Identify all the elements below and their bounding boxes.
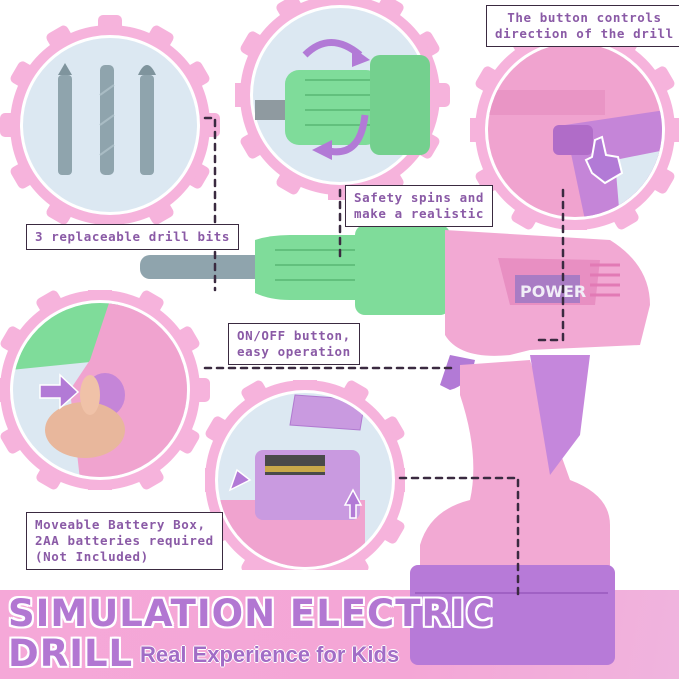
battery-callout: Moveable Battery Box, 2AA batteries requ… — [26, 512, 223, 570]
drill-handle — [420, 360, 610, 575]
bits-callout: 3 replaceable drill bits — [26, 224, 240, 250]
trigger — [440, 355, 475, 390]
phillips-bit-icon — [58, 63, 72, 175]
battery-callout-line1: Moveable Battery Box, — [35, 517, 206, 532]
onoff-callout-line1: ON/OFF button, — [237, 328, 351, 343]
lift-arrow-up-icon — [343, 488, 363, 519]
battery-callout-line3: (Not Included) — [35, 549, 149, 564]
spins-callout: Safety spins and make a realistic — [345, 185, 494, 227]
direction-callout: The button controls direction of the dri… — [486, 5, 679, 47]
flat-bit-icon — [138, 65, 156, 175]
drill-bits-detail-circle — [0, 15, 220, 230]
power-badge — [515, 275, 580, 303]
spins-callout-line1: Safety spins and — [354, 190, 485, 205]
direction-button-detail-circle — [470, 30, 679, 230]
direction-callout-line1: The button controls — [507, 10, 662, 25]
press-arrow-icon — [39, 373, 80, 410]
battery-box-detail-circle — [205, 380, 405, 570]
spins-callout-line2: make a realistic — [354, 206, 485, 221]
battery-callout-line2: 2AA batteries required — [35, 533, 214, 548]
onoff-callout: ON/OFF button, easy operation — [228, 323, 360, 365]
drill-bit — [140, 255, 270, 279]
battery-base — [410, 565, 615, 665]
power-label: POWER — [520, 282, 586, 301]
drill-illustration: POWER — [140, 225, 650, 665]
banner-title-line1: SIMULATION ELECTRIC — [8, 592, 494, 635]
pointing-hand-icon — [584, 135, 624, 185]
onoff-callout-line2: easy operation — [237, 344, 351, 359]
lift-arrow-left-icon — [228, 468, 252, 492]
banner-subtitle: Real Experience for Kids — [140, 642, 400, 667]
chuck-spin-detail-circle — [235, 0, 450, 200]
twist-bit-icon — [99, 65, 115, 175]
onoff-button-detail-circle — [0, 290, 210, 490]
direction-callout-line2: direction of the drill — [495, 26, 674, 41]
drill-chuck — [255, 235, 360, 300]
banner-title-line2: DRILL — [8, 632, 134, 675]
bits-callout-line1: 3 replaceable drill bits — [35, 229, 231, 244]
